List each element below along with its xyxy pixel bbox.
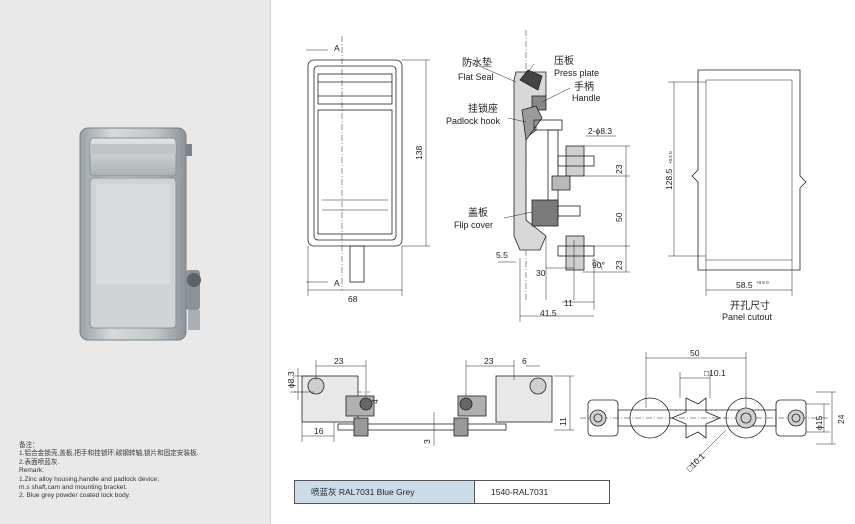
dim-b1-23: 23 bbox=[334, 356, 344, 366]
press-plate-cn: 压板 bbox=[554, 54, 574, 67]
dim-b3-sq-bottom: □10.1 bbox=[684, 451, 707, 474]
panel-cutout-view bbox=[668, 69, 807, 296]
bracket-view-3 bbox=[580, 352, 836, 467]
notes-title-en: Remark: bbox=[19, 467, 44, 475]
dim-b1-4: 4 bbox=[370, 399, 380, 404]
dim-cutout-width-tol: +0.5 0 bbox=[756, 280, 769, 285]
section-mark-bottom: A bbox=[334, 278, 340, 288]
dim-front-width: 68 bbox=[348, 294, 358, 304]
notes: 备注： 1.铝合金锁壳,盖板,把手和挂锁环;碳钢转轴,锁片和固定安装板. 2.表… bbox=[19, 442, 269, 501]
dim-cutout-height: 128.5 bbox=[664, 168, 674, 190]
technical-drawings: A A 138 68 防水垫 Flat Seal 压板 Press plate … bbox=[286, 30, 846, 474]
bracket-view-1 bbox=[290, 360, 507, 446]
press-plate-en: Press plate bbox=[554, 68, 599, 78]
dim-side-30: 30 bbox=[536, 268, 546, 278]
handle-cn: 手柄 bbox=[574, 80, 594, 93]
dim-side-23-top: 23 bbox=[614, 164, 624, 174]
dim-side-41-5: 41.5 bbox=[540, 308, 557, 318]
dim-b3-50: 50 bbox=[690, 348, 700, 358]
dim-b1-dia: ϕ8.3 bbox=[286, 371, 296, 388]
product-photo bbox=[79, 127, 201, 341]
flip-cover-en: Flip cover bbox=[454, 220, 493, 230]
side-view bbox=[469, 30, 630, 322]
dim-b1-16: 16 bbox=[314, 426, 324, 436]
dim-side-11: 11 bbox=[564, 298, 573, 308]
dim-side-5-5: 5.5 bbox=[496, 250, 508, 260]
spec-table: 喷蓝灰 RAL7031 Blue Grey 1540-RAL7031 bbox=[294, 480, 610, 504]
panel-cutout-en: Panel cutout bbox=[722, 312, 773, 322]
dim-side-50: 50 bbox=[614, 212, 624, 222]
dim-b3-dia15: ϕ15 bbox=[814, 416, 824, 430]
padlock-hook-en: Padlock hook bbox=[446, 116, 501, 126]
dim-b2-23: 23 bbox=[484, 356, 494, 366]
flat-seal-cn: 防水垫 bbox=[462, 56, 492, 69]
dim-b3-24: 24 bbox=[836, 414, 846, 424]
notes-line1-cn: 1.铝合金锁壳,盖板,把手和挂锁环;碳钢转轴,锁片和固定安装板. bbox=[19, 450, 199, 458]
dim-b1-3: 3 bbox=[422, 439, 432, 444]
notes-line1-en: 1.Zinc alloy housing,handle and padlock … bbox=[19, 475, 160, 483]
dim-b3-sq-top: □10.1 bbox=[704, 368, 726, 378]
dim-cutout-height-tol: +0.5 0 bbox=[668, 151, 673, 164]
dim-side-angle: 90° bbox=[592, 260, 605, 270]
spec-code: 1540-RAL7031 bbox=[491, 487, 549, 497]
notes-line1b-en: m.s shaft,cam and mounting bracket. bbox=[19, 484, 128, 492]
front-view bbox=[306, 36, 430, 296]
panel-cutout-cn: 开孔尺寸 bbox=[730, 299, 770, 312]
bracket-view-2 bbox=[457, 360, 574, 431]
dim-b2-11: 11 bbox=[558, 417, 568, 426]
dim-hole-spec: 2-ϕ8.3 bbox=[588, 126, 612, 136]
flip-cover-cn: 盖板 bbox=[468, 206, 488, 219]
padlock-hook-cn: 挂锁座 bbox=[468, 102, 498, 115]
dim-cutout-width: 58.5 bbox=[736, 280, 753, 290]
notes-line2-cn: 2.表面喷蓝灰. bbox=[19, 458, 60, 466]
notes-title-cn: 备注： bbox=[19, 442, 39, 449]
dim-front-height: 138 bbox=[414, 146, 424, 160]
handle-en: Handle bbox=[572, 93, 601, 103]
dim-side-23-bottom: 23 bbox=[614, 260, 624, 270]
flat-seal-en: Flat Seal bbox=[458, 72, 494, 82]
dim-b2-6: 6 bbox=[522, 356, 527, 366]
spec-color: 喷蓝灰 RAL7031 Blue Grey bbox=[295, 481, 475, 503]
section-mark-top: A bbox=[334, 43, 340, 53]
left-panel: 备注： 1.铝合金锁壳,盖板,把手和挂锁环;碳钢转轴,锁片和固定安装板. 2.表… bbox=[0, 0, 271, 524]
notes-line2-en: 2. Blue grey powder coated lock body. bbox=[19, 492, 131, 500]
